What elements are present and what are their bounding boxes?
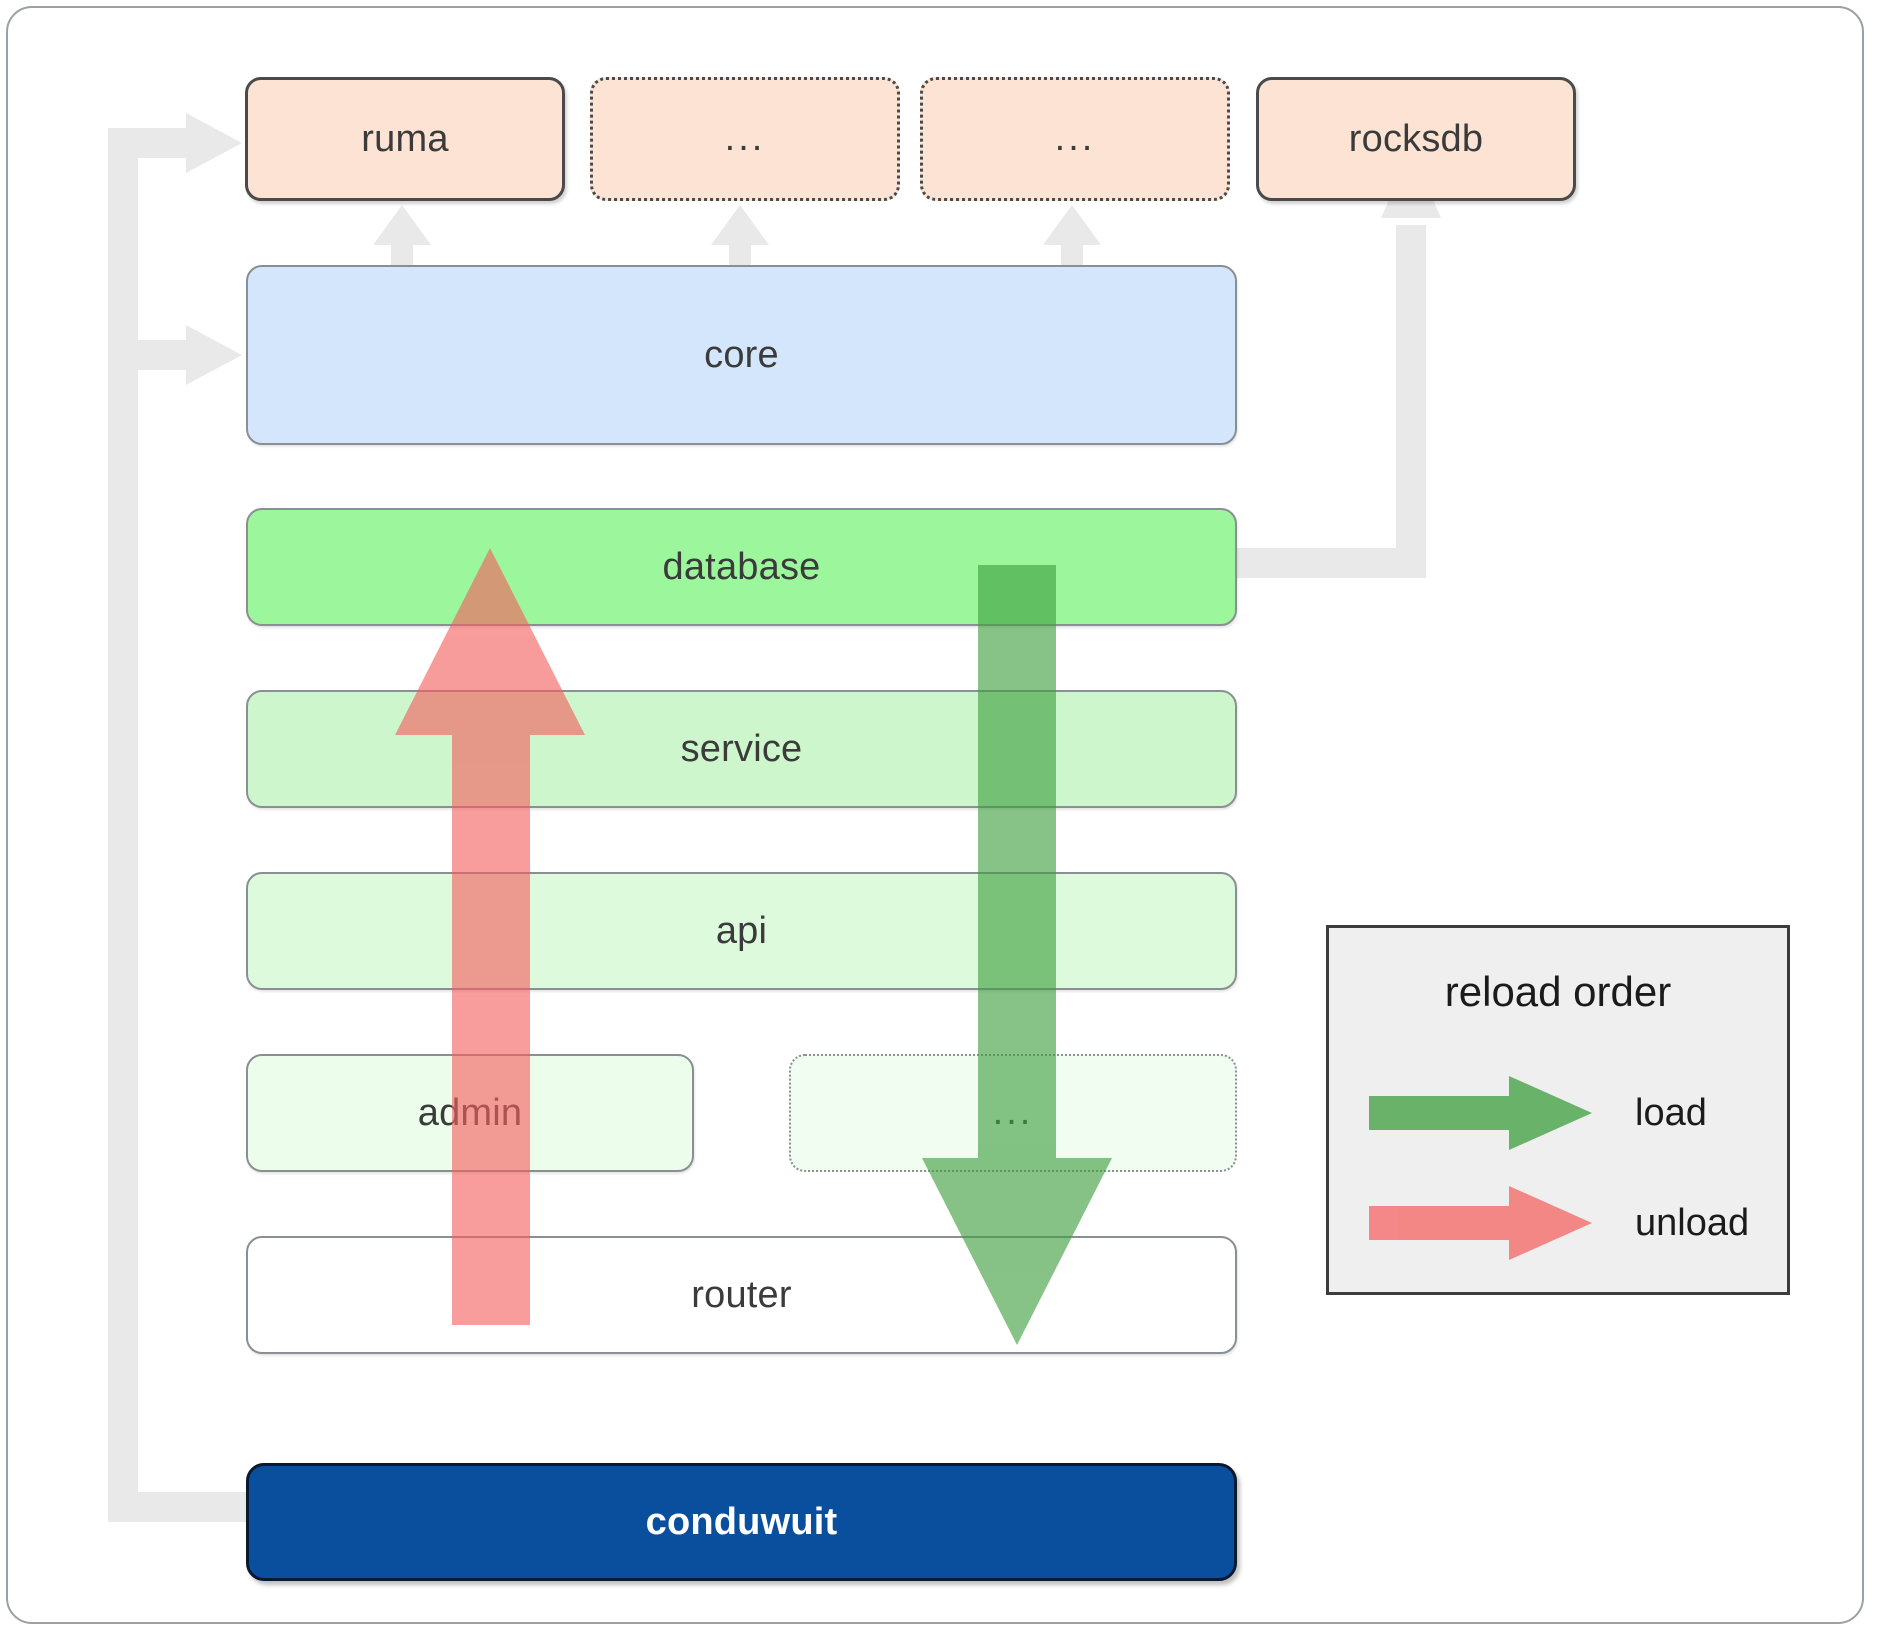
layer-label-etc3: ... xyxy=(992,1091,1034,1134)
legend-label-load: load xyxy=(1635,1091,1707,1134)
crate-label-etc2: ... xyxy=(1054,117,1096,160)
crate-box-etc1[interactable]: ... xyxy=(590,77,900,201)
layer-box-router[interactable]: router xyxy=(246,1236,1237,1354)
crate-box-etc2[interactable]: ... xyxy=(920,77,1230,201)
legend-row-unload: unload xyxy=(1367,1178,1767,1268)
load-arrow-icon xyxy=(1369,1076,1592,1150)
layer-box-etc3[interactable]: ... xyxy=(789,1054,1237,1172)
layer-box-core[interactable]: core xyxy=(246,265,1237,445)
legend-row-load: load xyxy=(1367,1068,1767,1158)
crate-label-rocksdb: rocksdb xyxy=(1348,117,1484,160)
layer-label-core: core xyxy=(704,333,779,376)
crate-label-etc1: ... xyxy=(724,117,766,160)
layer-label-database: database xyxy=(662,545,821,588)
crate-label-ruma: ruma xyxy=(361,117,449,160)
legend-panel: reload order load unload xyxy=(1326,925,1790,1295)
layer-label-service: service xyxy=(680,727,803,770)
legend-title: reload order xyxy=(1444,968,1672,1015)
crate-box-rocksdb[interactable]: rocksdb xyxy=(1256,77,1576,201)
layer-label-router: router xyxy=(691,1273,792,1316)
layer-box-api[interactable]: api xyxy=(246,872,1237,990)
layer-label-admin: admin xyxy=(417,1091,523,1134)
layer-box-database[interactable]: database xyxy=(246,508,1237,626)
diagram-frame xyxy=(6,6,1864,1624)
crate-box-ruma[interactable]: ruma xyxy=(245,77,565,201)
legend-label-unload: unload xyxy=(1635,1201,1750,1244)
binary-box-conduwuit[interactable]: conduwuit xyxy=(246,1463,1237,1581)
layer-label-api: api xyxy=(715,909,768,952)
layer-box-service[interactable]: service xyxy=(246,690,1237,808)
binary-label-conduwuit: conduwuit xyxy=(645,1500,838,1543)
unload-arrow-icon xyxy=(1369,1186,1592,1260)
layer-box-admin[interactable]: admin xyxy=(246,1054,694,1172)
